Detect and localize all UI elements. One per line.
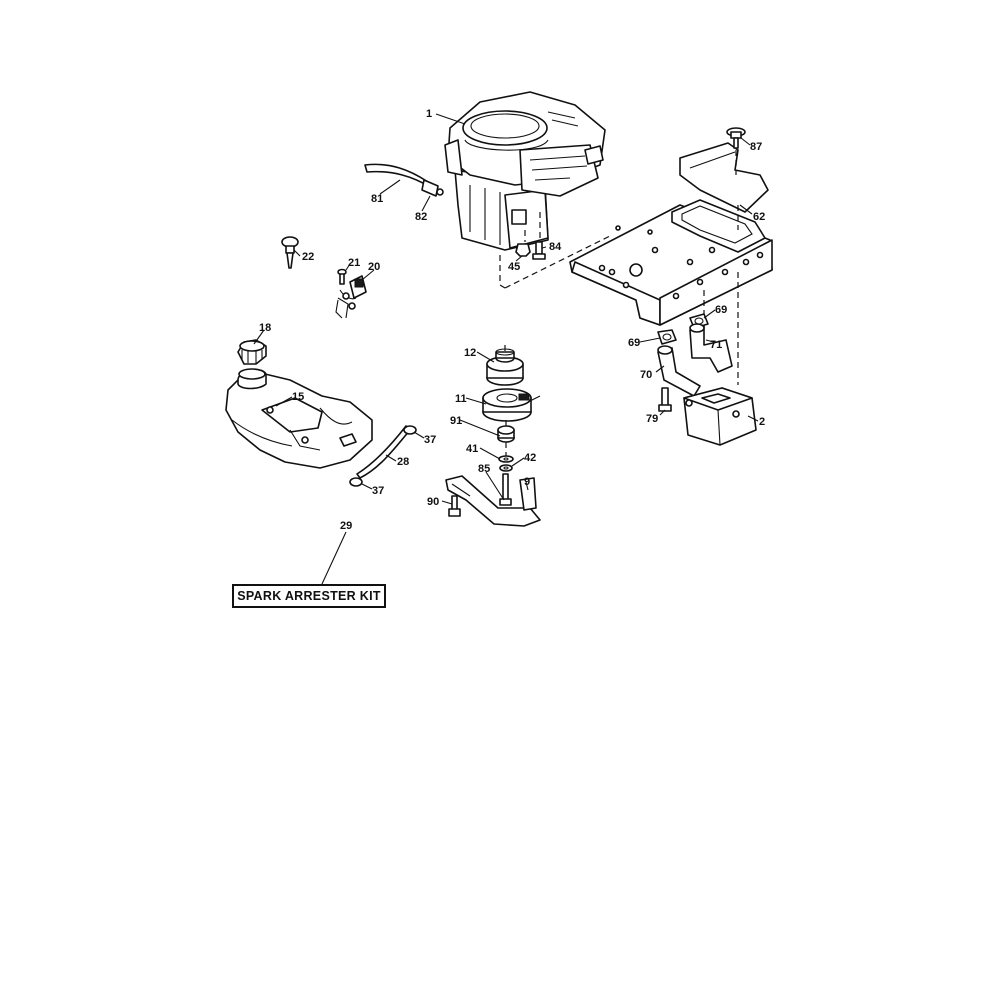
- callout-71: 71: [710, 339, 722, 351]
- callout-18: 18: [259, 322, 271, 334]
- callout-87: 87: [750, 141, 762, 153]
- callout-45: 45: [508, 261, 520, 273]
- callout-29: 29: [340, 520, 352, 532]
- clutch-bracket[interactable]: [445, 475, 541, 527]
- callout-9: 9: [524, 476, 530, 488]
- fuel-line[interactable]: [364, 163, 433, 189]
- callout-90: 90: [427, 496, 439, 508]
- fuel-fitting[interactable]: [421, 179, 444, 197]
- callout-62: 62: [753, 211, 765, 223]
- clutch-bolt[interactable]: [499, 473, 512, 506]
- muffler-bolt[interactable]: [658, 387, 672, 412]
- engine-bolt[interactable]: [532, 241, 546, 260]
- callout-37-upper: 37: [424, 434, 436, 446]
- callout-2: 2: [759, 416, 765, 428]
- callout-70: 70: [640, 369, 652, 381]
- callout-1: 1: [426, 108, 432, 120]
- heat-shield[interactable]: [679, 142, 769, 213]
- callout-84: 84: [549, 241, 562, 253]
- hose-clamp[interactable]: [349, 477, 363, 487]
- pulley[interactable]: [486, 348, 524, 386]
- hose-clamp[interactable]: [403, 425, 417, 435]
- callout-79: 79: [646, 413, 658, 425]
- callout-12: 12: [464, 347, 476, 359]
- callout-20: 20: [368, 261, 380, 273]
- clutch-spacer[interactable]: [497, 425, 515, 443]
- screw[interactable]: [337, 268, 347, 285]
- callout-91: 91: [450, 415, 462, 427]
- callout-69-left: 69: [628, 337, 640, 349]
- fuel-cap[interactable]: [237, 339, 267, 365]
- callout-42: 42: [524, 452, 536, 464]
- muffler[interactable]: [683, 387, 757, 446]
- callout-11: 11: [455, 393, 467, 405]
- bracket-bolt[interactable]: [448, 495, 461, 517]
- shield-knob[interactable]: [726, 127, 746, 149]
- knob[interactable]: [281, 236, 299, 269]
- fuel-hose[interactable]: [356, 425, 411, 479]
- callout-28: 28: [397, 456, 409, 468]
- callout-85: 85: [478, 463, 490, 475]
- lock-washer[interactable]: [499, 464, 513, 472]
- callout-69-right: 69: [715, 304, 727, 316]
- callout-41: 41: [466, 443, 478, 455]
- exhaust-pipe-right[interactable]: [689, 323, 733, 373]
- spark-arrester-kit-label[interactable]: SPARK ARRESTER KIT: [232, 584, 386, 608]
- exhaust-gasket[interactable]: [657, 329, 677, 345]
- callout-82: 82: [415, 211, 427, 223]
- throttle-bracket[interactable]: [335, 275, 367, 319]
- washer[interactable]: [498, 455, 514, 463]
- callout-81: 81: [371, 193, 383, 205]
- callout-21: 21: [348, 257, 360, 269]
- engine-nut[interactable]: [515, 243, 531, 257]
- callout-37-lower: 37: [372, 485, 384, 497]
- exhaust-pipe-left[interactable]: [657, 345, 701, 397]
- engine[interactable]: [444, 91, 606, 251]
- callout-22: 22: [302, 251, 314, 263]
- callout-15: 15: [292, 391, 304, 403]
- electric-clutch[interactable]: [482, 388, 541, 422]
- fuel-tank[interactable]: [225, 368, 373, 469]
- engine-mount-frame[interactable]: [569, 199, 773, 326]
